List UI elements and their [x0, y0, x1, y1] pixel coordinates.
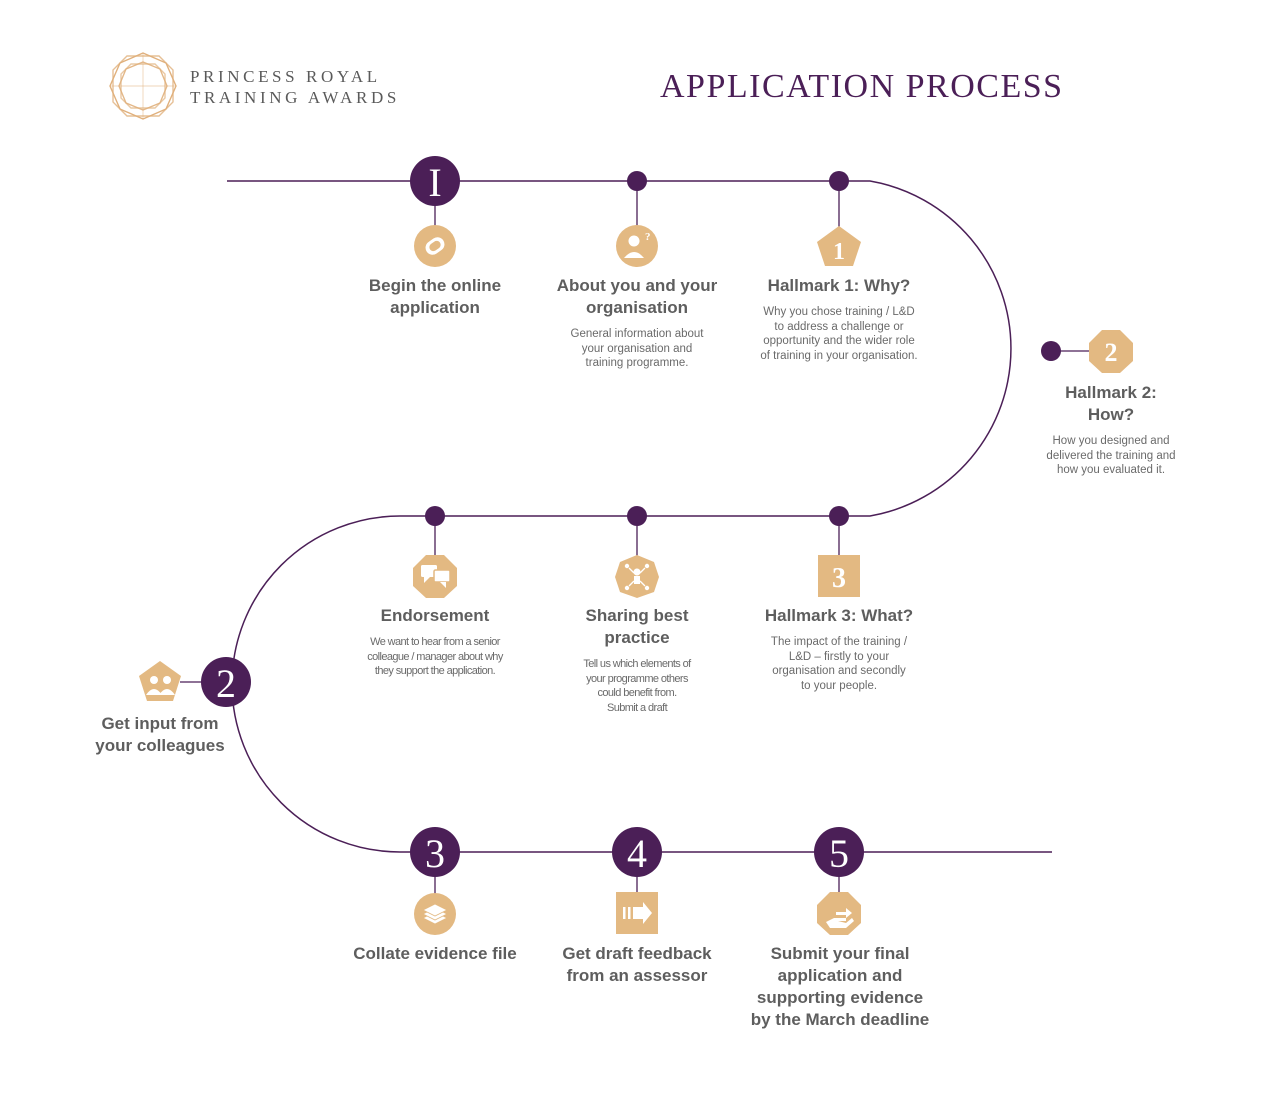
path-dot — [1041, 341, 1061, 361]
step-hallmark3-title: Hallmark 3: What? — [764, 606, 914, 625]
path-dot — [829, 506, 849, 526]
step-hallmark3-desc: The impact of the training / L&D – first… — [770, 636, 908, 692]
step-colleagues-title: Get input from your colleagues — [95, 714, 225, 755]
arrow-icon — [616, 892, 658, 934]
hallmark-3-badge: 3 — [832, 563, 846, 594]
step-begin: Begin the online application — [355, 275, 515, 319]
step-sharing-desc: Tell us which elements of your programme… — [583, 658, 691, 714]
mouse-icon — [414, 225, 456, 267]
step-hallmark1: Hallmark 1: Why? Why you chose training … — [754, 275, 924, 363]
step-sharing: Sharing best practice Tell us which elem… — [572, 605, 702, 715]
step-feedback-title: Get draft feedback from an assessor — [562, 944, 712, 985]
step-endorsement: Endorsement We want to hear from a senio… — [362, 605, 508, 679]
logo-line-1: PRINCESS ROYAL — [190, 67, 381, 86]
marker-4: 4 — [612, 827, 662, 877]
marker-2-label: 2 — [216, 661, 236, 706]
step-hallmark1-title: Hallmark 1: Why? — [767, 276, 911, 295]
marker-3: 3 — [410, 827, 460, 877]
path-dot — [627, 171, 647, 191]
hallmark-2-badge: 2 — [1105, 338, 1118, 367]
network-icon — [615, 555, 659, 598]
number-3-icon: 3 — [818, 555, 860, 597]
marker-5-label: 5 — [829, 831, 849, 876]
path-dots — [425, 171, 1061, 526]
people-icon — [139, 661, 181, 701]
page-title: APPLICATION PROCESS — [660, 68, 1064, 105]
step-hallmark1-desc: Why you chose training / L&D to address … — [760, 306, 918, 362]
step-hallmark2-title: Hallmark 2: How? — [1065, 383, 1157, 424]
step-about-desc: General information about your organisat… — [570, 328, 704, 370]
step-submit: Submit your final application and suppor… — [740, 943, 940, 1031]
step-colleagues: Get input from your colleagues — [82, 713, 238, 757]
step-sharing-title: Sharing best practice — [585, 606, 689, 647]
hallmark-1-badge: 1 — [833, 239, 845, 265]
timeline-path — [227, 180, 1052, 853]
marker-3-label: 3 — [425, 831, 445, 876]
stack-icon — [414, 893, 456, 935]
logo-icon — [109, 52, 177, 120]
marker-1: I — [410, 156, 460, 206]
path-dot — [829, 171, 849, 191]
step-hallmark3: Hallmark 3: What? The impact of the trai… — [754, 605, 924, 693]
step-collate-title: Collate evidence file — [353, 944, 517, 963]
marker-1-label: I — [428, 160, 441, 205]
step-feedback: Get draft feedback from an assessor — [547, 943, 727, 987]
logo-line-2: TRAINING AWARDS — [190, 88, 400, 107]
number-1-icon: 1 — [817, 226, 861, 266]
path-dot — [425, 506, 445, 526]
step-hallmark2-desc: How you designed and delivered the train… — [1046, 435, 1176, 477]
step-begin-title: Begin the online application — [368, 276, 502, 317]
person-question-icon: ? — [616, 225, 658, 267]
logo-text: PRINCESS ROYAL TRAINING AWARDS — [190, 66, 400, 108]
marker-2: 2 — [201, 657, 251, 707]
speech-bubbles-icon — [413, 555, 457, 598]
marker-4-label: 4 — [627, 831, 647, 876]
hand-give-icon — [817, 892, 861, 935]
marker-5: 5 — [814, 827, 864, 877]
step-about: About you and your organisation General … — [552, 275, 722, 371]
svg-text:?: ? — [645, 231, 651, 243]
step-collate: Collate evidence file — [340, 943, 530, 965]
step-submit-title: Submit your final application and suppor… — [750, 944, 930, 1029]
path-dot — [627, 506, 647, 526]
number-2-icon: 2 — [1089, 330, 1133, 373]
step-hallmark2: Hallmark 2: How? How you designed and de… — [1040, 382, 1182, 478]
step-about-title: About you and your organisation — [556, 276, 718, 317]
step-endorsement-desc: We want to hear from a senior colleague … — [367, 636, 503, 678]
step-endorsement-title: Endorsement — [380, 606, 490, 625]
